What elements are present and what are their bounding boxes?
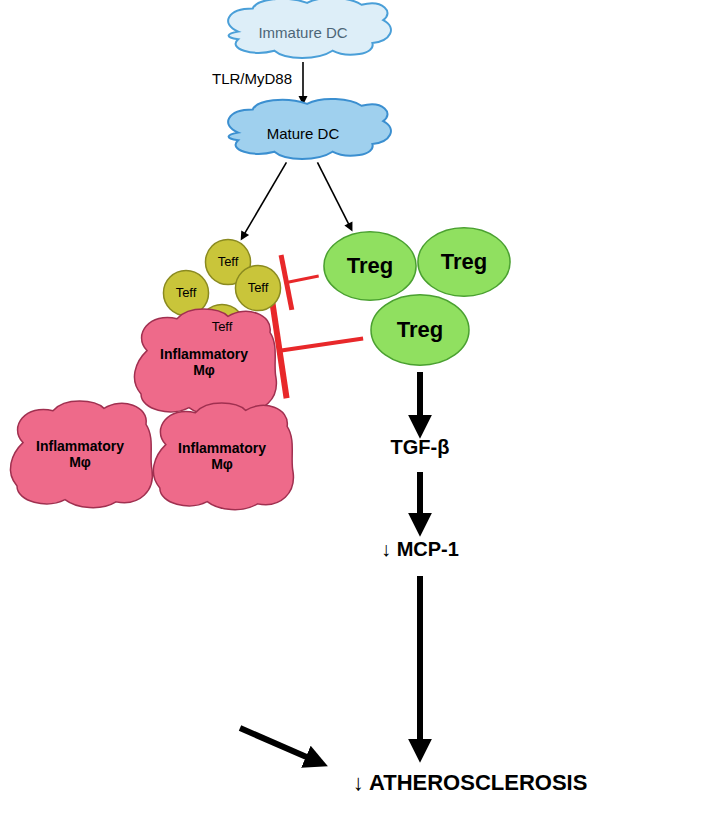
node-text: Treg <box>347 253 393 278</box>
treg-cell: Treg <box>323 231 417 301</box>
macrophage-blob: Inflammatory Mφ <box>129 305 279 419</box>
node-text: Teff <box>176 286 197 301</box>
teff-cell: Teff <box>235 265 281 311</box>
macrophage-to-atherosclerosis-arrow <box>240 728 318 762</box>
inhibition-connector <box>273 303 364 398</box>
treg-cell: Treg <box>417 227 511 297</box>
inhibition-connector <box>281 255 319 310</box>
treg-to-tgfb-arrow <box>417 372 423 428</box>
node-text: Mature DC <box>267 125 340 142</box>
mcp1-to-atherosclerosis-arrow <box>417 576 423 752</box>
node-text: Teff <box>248 281 269 296</box>
arrow-connector <box>299 62 308 105</box>
mature-dc-cloud: Mature DC <box>211 101 396 167</box>
pathway-label: TLR/MyD88 <box>212 70 292 87</box>
tgfb-to-mcp1-arrow <box>417 472 423 526</box>
cytokine-label: TGF-β <box>391 436 450 459</box>
macrophage-blob: Inflammatory Mφ <box>148 399 296 513</box>
node-text: Inflammatory Mφ <box>169 440 275 472</box>
chemokine-label: ↓ MCP-1 <box>381 538 459 561</box>
node-text: Teff <box>218 255 239 270</box>
node-text: Inflammatory Mφ <box>27 438 133 470</box>
treg-cell: Treg <box>370 294 470 366</box>
macrophage-blob: Inflammatory Mφ <box>5 397 155 511</box>
node-text: Treg <box>397 317 443 342</box>
outcome-label: ↓ ATHEROSCLEROSIS <box>353 770 588 796</box>
immature-dc-cloud: Immature DC <box>211 0 396 66</box>
node-text: Immature DC <box>258 24 347 41</box>
arrow-connector <box>317 162 352 231</box>
node-text: Teff <box>212 320 233 335</box>
node-text: Treg <box>441 249 487 274</box>
node-text: Inflammatory Mφ <box>151 346 257 378</box>
arrow-connector <box>241 162 287 240</box>
